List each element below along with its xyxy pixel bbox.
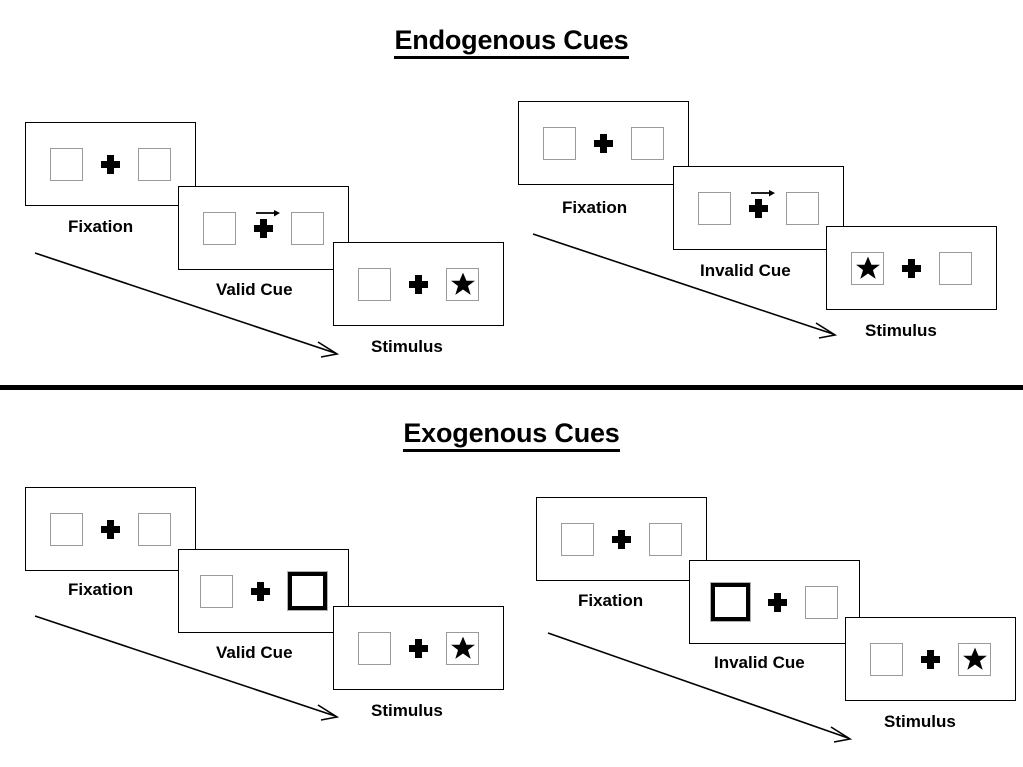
caption-endogenous-valid-fixation: Fixation xyxy=(68,217,134,236)
stimulus-box-right xyxy=(649,522,682,556)
panel-endogenous-invalid-stimulus[interactable] xyxy=(826,226,997,310)
time-arrow-endogenous-valid xyxy=(34,252,340,358)
panel-exogenous-valid-fixation[interactable] xyxy=(25,487,196,571)
plus-icon xyxy=(254,218,273,238)
stimulus-box-right xyxy=(138,147,171,181)
panel-exogenous-invalid-fixation[interactable] xyxy=(536,497,707,581)
caption-exogenous-invalid-stimulus: Stimulus xyxy=(884,712,956,731)
stimulus-box-right xyxy=(291,211,324,245)
caption-exogenous-invalid-fixation: Fixation xyxy=(578,591,644,610)
caption-exogenous-valid-cue: Valid Cue xyxy=(216,643,293,662)
section-title-endogenous-text: Endogenous Cues xyxy=(394,25,629,59)
center-group xyxy=(409,268,428,301)
center-group xyxy=(749,189,775,225)
stimulus-box-right xyxy=(958,642,991,676)
stimulus-box-left xyxy=(358,267,391,301)
caption-exogenous-valid-fixation: Fixation xyxy=(68,580,134,599)
stimulus-box-right xyxy=(631,126,664,160)
arrow-right-icon xyxy=(751,189,775,196)
section-title-endogenous: Endogenous Cues xyxy=(0,25,1023,59)
stimulus-box-right-cued xyxy=(287,571,328,611)
center-group xyxy=(251,575,270,608)
star-icon xyxy=(855,256,880,279)
center-group xyxy=(409,632,428,665)
star-icon xyxy=(450,636,475,659)
stimulus-box-left xyxy=(358,631,391,665)
panel-exogenous-invalid-stimulus[interactable] xyxy=(845,617,1016,701)
plus-icon xyxy=(101,519,120,539)
panel-endogenous-valid-cue[interactable] xyxy=(178,186,349,270)
caption-endogenous-invalid-fixation: Fixation xyxy=(562,198,628,217)
stimulus-box-right xyxy=(939,251,972,285)
star-icon xyxy=(962,647,987,670)
plus-icon xyxy=(749,198,768,218)
stimulus-box-left xyxy=(561,522,594,556)
center-group xyxy=(594,127,613,160)
arrow-right-icon xyxy=(256,209,280,216)
panel-exogenous-invalid-cue[interactable] xyxy=(689,560,860,644)
plus-icon xyxy=(409,638,428,658)
stimulus-box-left xyxy=(870,642,903,676)
stimulus-box-left-cued xyxy=(710,582,751,622)
caption-endogenous-valid-cue: Valid Cue xyxy=(216,280,293,299)
center-group xyxy=(612,523,631,556)
stimulus-box-left xyxy=(203,211,236,245)
center-group xyxy=(921,643,940,676)
time-arrow-exogenous-valid xyxy=(34,615,340,721)
center-group xyxy=(254,209,280,245)
stimulus-box-right xyxy=(786,191,819,225)
star-icon xyxy=(450,272,475,295)
panel-endogenous-invalid-fixation[interactable] xyxy=(518,101,689,185)
panel-exogenous-valid-cue[interactable] xyxy=(178,549,349,633)
panel-endogenous-invalid-cue[interactable] xyxy=(673,166,844,250)
stimulus-box-left xyxy=(200,574,233,608)
time-arrow-exogenous-invalid xyxy=(547,632,853,743)
center-group xyxy=(902,252,921,285)
section-divider xyxy=(0,385,1023,390)
section-title-exogenous: Exogenous Cues xyxy=(0,418,1023,452)
stimulus-box-left xyxy=(698,191,731,225)
plus-icon xyxy=(768,592,787,612)
caption-endogenous-invalid-cue: Invalid Cue xyxy=(700,261,791,280)
stimulus-box-right xyxy=(805,585,838,619)
plus-icon xyxy=(251,581,270,601)
stimulus-box-right xyxy=(138,512,171,546)
plus-icon xyxy=(594,133,613,153)
plus-icon xyxy=(612,529,631,549)
stimulus-box-right xyxy=(446,631,479,665)
plus-icon xyxy=(921,649,940,669)
caption-exogenous-invalid-cue: Invalid Cue xyxy=(714,653,805,672)
center-group xyxy=(101,148,120,181)
time-arrow-endogenous-invalid xyxy=(532,233,838,339)
panel-endogenous-valid-stimulus[interactable] xyxy=(333,242,504,326)
plus-icon xyxy=(902,258,921,278)
stimulus-box-left xyxy=(543,126,576,160)
caption-exogenous-valid-stimulus: Stimulus xyxy=(371,701,443,720)
center-group xyxy=(768,586,787,619)
stimulus-box-left xyxy=(50,512,83,546)
panel-exogenous-valid-stimulus[interactable] xyxy=(333,606,504,690)
panel-endogenous-valid-fixation[interactable] xyxy=(25,122,196,206)
stimulus-box-left xyxy=(851,251,884,285)
stimulus-box-right xyxy=(446,267,479,301)
stimulus-box-left xyxy=(50,147,83,181)
center-group xyxy=(101,513,120,546)
plus-icon xyxy=(409,274,428,294)
caption-endogenous-valid-stimulus: Stimulus xyxy=(371,337,443,356)
plus-icon xyxy=(101,154,120,174)
caption-endogenous-invalid-stimulus: Stimulus xyxy=(865,321,937,340)
section-title-exogenous-text: Exogenous Cues xyxy=(403,418,620,452)
